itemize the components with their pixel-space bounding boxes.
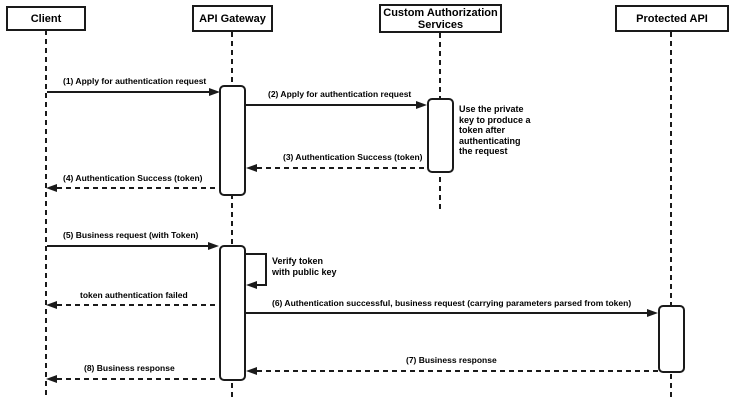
message-6-arrowhead <box>647 308 658 317</box>
activation-custom-auth <box>427 98 454 173</box>
message-3-label: (3) Authentication Success (token) <box>283 152 423 162</box>
participant-protected-api-label: Protected API <box>636 12 708 25</box>
activation-api-gateway-2 <box>219 245 246 381</box>
message-1-line <box>47 91 210 93</box>
activation-protected-api <box>658 305 685 373</box>
message-2-line <box>246 104 416 106</box>
message-1-label: (1) Apply for authentication request <box>63 76 207 86</box>
participant-api-gateway-label: API Gateway <box>199 12 266 25</box>
message-4-arrowhead <box>46 183 57 192</box>
participant-api-gateway: API Gateway <box>192 5 273 32</box>
message-8-line <box>57 378 219 380</box>
message-7-line <box>257 370 658 372</box>
self-message-label: Verify token with public key <box>272 256 337 277</box>
message-failed-label: token authentication failed <box>80 290 188 300</box>
message-1-arrowhead <box>209 87 220 96</box>
message-3-arrowhead <box>246 163 257 172</box>
participant-client: Client <box>6 6 86 31</box>
message-6-label: (6) Authentication successful, business … <box>272 298 632 308</box>
message-5-label: (5) Business request (with Token) <box>63 230 199 240</box>
message-6-line <box>246 312 647 314</box>
message-8-arrowhead <box>46 374 57 383</box>
self-message-bottom-line <box>257 284 267 286</box>
lifeline-protected-api <box>670 32 672 397</box>
message-7-arrowhead <box>246 366 257 375</box>
message-2-label: (2) Apply for authentication request <box>268 89 412 99</box>
message-failed-arrowhead <box>46 300 57 309</box>
message-5-arrowhead <box>208 241 219 250</box>
message-3-line <box>257 167 427 169</box>
self-message-top-line <box>246 253 267 255</box>
message-4-label: (4) Authentication Success (token) <box>63 173 203 183</box>
self-message-arrowhead <box>246 280 257 289</box>
message-2-arrowhead <box>416 100 427 109</box>
message-8-label: (8) Business response <box>84 363 175 373</box>
message-failed-line <box>57 304 219 306</box>
lifeline-client <box>45 30 47 397</box>
note-private-key: Use the private key to produce a token a… <box>459 104 531 156</box>
participant-custom-auth-label: Custom Authorization Services <box>383 6 498 31</box>
message-5-line <box>47 245 209 247</box>
message-4-line <box>57 187 219 189</box>
participant-client-label: Client <box>30 12 62 25</box>
participant-custom-auth: Custom Authorization Services <box>379 4 502 33</box>
participant-protected-api: Protected API <box>615 5 729 32</box>
self-message-right-line <box>265 253 267 286</box>
lifeline-api-gateway <box>231 32 233 397</box>
activation-api-gateway-1 <box>219 85 246 196</box>
message-7-label: (7) Business response <box>406 355 497 365</box>
